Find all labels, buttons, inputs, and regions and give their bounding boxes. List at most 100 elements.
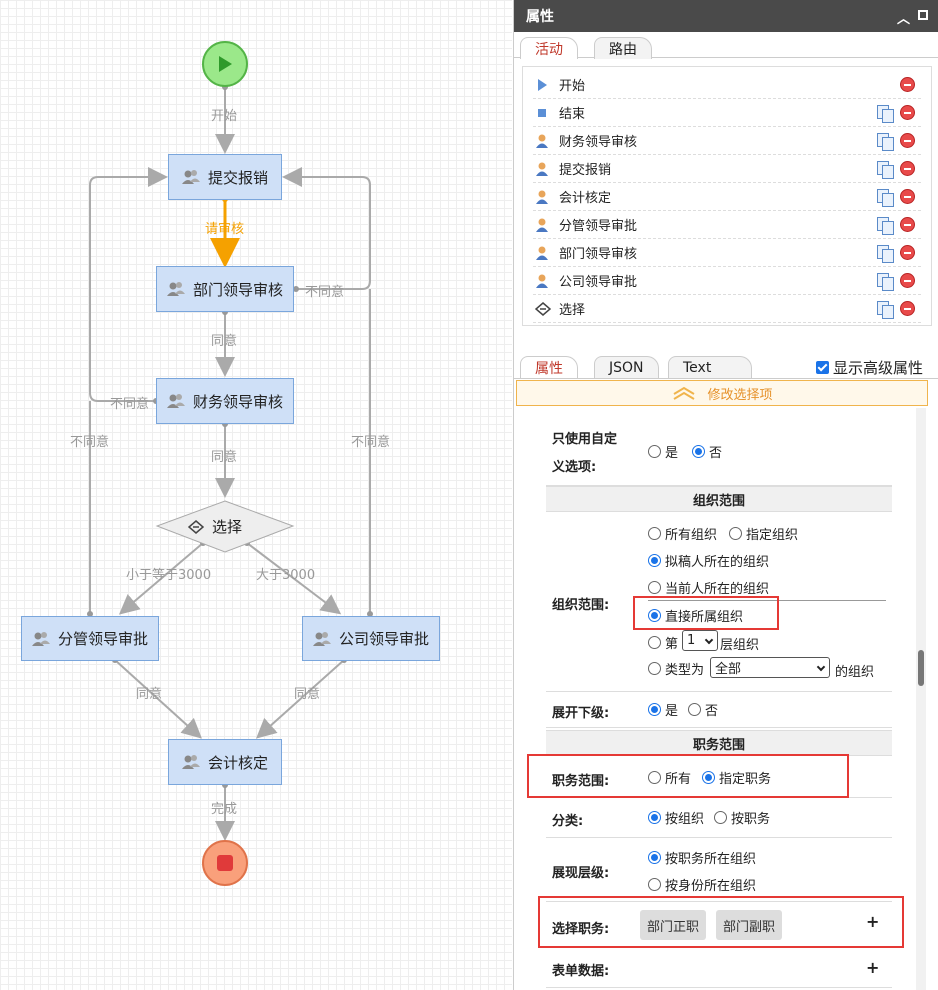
delete-icon[interactable] [900, 133, 915, 148]
activity-list: 开始结束财务领导审核提交报销会计核定分管领导审批部门领导审核公司领导审批选择 [522, 66, 932, 326]
delete-icon[interactable] [900, 105, 915, 120]
wire-label-finish: 完成 [211, 802, 238, 817]
level-select[interactable]: 1 [682, 630, 718, 651]
scrollbar-track[interactable] [916, 408, 926, 990]
copy-icon[interactable] [877, 161, 894, 179]
copy-icon[interactable] [877, 217, 894, 235]
wire-label-agree: 同意 [294, 687, 321, 702]
copy-icon[interactable] [877, 133, 894, 151]
radio-by-duty-org[interactable]: 按职务所在组织 [648, 848, 756, 867]
maximize-icon[interactable] [918, 10, 928, 20]
scrollbar-thumb[interactable] [918, 650, 924, 686]
radio-by-org[interactable]: 按组织 [648, 808, 704, 827]
user-icon [535, 274, 549, 288]
copy-icon[interactable] [877, 273, 894, 291]
delete-icon[interactable] [900, 245, 915, 260]
copy-icon[interactable] [877, 189, 894, 207]
delete-icon[interactable] [900, 217, 915, 232]
node-label: 分管领导审批 [57, 630, 148, 648]
delete-icon[interactable] [900, 301, 915, 316]
node-branch-approve[interactable]: 分管领导审批 [21, 616, 159, 661]
node-finance-review[interactable]: 财务领导审核 [156, 378, 294, 424]
show-advanced-checkbox[interactable] [815, 361, 829, 374]
form-data-label: 表单数据: [552, 964, 610, 979]
radio-direct-org[interactable]: 直接所属组织 [648, 606, 743, 625]
duty-chip-deputy[interactable]: 部门副职 [716, 910, 783, 940]
collapse-icon[interactable]: ︿ [896, 12, 910, 27]
delete-icon[interactable] [900, 161, 915, 176]
top-tabs: 活动 路由 [514, 32, 938, 59]
node-submit[interactable]: 提交报销 [168, 154, 282, 200]
activity-row[interactable]: 开始 [533, 71, 921, 99]
activity-row[interactable]: 会计核定 [533, 183, 921, 211]
row-form-data: 表单数据: + [546, 948, 892, 988]
user-icon [535, 134, 549, 148]
type-select[interactable]: 全部 [710, 657, 830, 678]
flow-canvas[interactable]: 开始 提交报销 请审核 部门领导审核 不同意 同意 财务领导审核 不同意 不同意… [0, 0, 512, 990]
radio-level-org[interactable]: 第 [648, 633, 678, 652]
wire-label-gt3000: 大于3000 [256, 568, 316, 583]
tab-json[interactable]: JSON [594, 356, 659, 378]
radio-type-org[interactable]: 类型为 [648, 659, 704, 678]
node-dept-review[interactable]: 部门领导审核 [156, 266, 294, 312]
radio-spec-org[interactable]: 指定组织 [729, 524, 798, 543]
level-suffix: 层组织 [720, 638, 760, 653]
show-advanced-label: 显示高级属性 [832, 359, 923, 377]
level-show-label: 展现层级: [552, 866, 610, 881]
activity-row[interactable]: 部门领导审核 [533, 239, 921, 267]
tab-activity[interactable]: 活动 [520, 37, 578, 59]
highlight-box [633, 596, 779, 630]
custom-only-yes[interactable]: 是 [648, 442, 678, 461]
duty-chip-head[interactable]: 部门正职 [640, 910, 707, 940]
delete-icon[interactable] [900, 273, 915, 288]
activity-row[interactable]: 提交报销 [533, 155, 921, 183]
activity-label: 公司领导审批 [559, 275, 638, 290]
activity-row[interactable]: 公司领导审批 [533, 267, 921, 295]
activity-row[interactable]: 结束 [533, 99, 921, 127]
radio-drafter-org[interactable]: 拟稿人所在的组织 [648, 551, 769, 570]
activity-label: 提交报销 [559, 163, 612, 178]
wire-label-le3000: 小于等于3000 [126, 568, 212, 583]
show-advanced[interactable]: 显示高级属性 [815, 357, 923, 378]
type-suffix: 的组织 [835, 665, 875, 680]
activity-label: 分管领导审批 [559, 219, 638, 234]
tab-route[interactable]: 路由 [594, 37, 652, 59]
node-label: 部门领导审核 [192, 280, 283, 299]
radio-spec-duty[interactable]: 指定职务 [702, 768, 771, 787]
copy-icon[interactable] [877, 301, 894, 319]
radio-all-org[interactable]: 所有组织 [648, 524, 717, 543]
tab-text[interactable]: Text [668, 356, 753, 378]
delete-icon[interactable] [900, 189, 915, 204]
modify-options-bar[interactable]: 修改选择项 [516, 380, 928, 406]
tab-properties[interactable]: 属性 [520, 356, 578, 378]
node-company-approve[interactable]: 公司领导审批 [302, 616, 440, 661]
org-range-label: 组织范围: [552, 598, 610, 613]
delete-icon[interactable] [900, 77, 915, 92]
end-node[interactable] [202, 840, 248, 886]
activity-row[interactable]: 分管领导审批 [533, 211, 921, 239]
custom-only-no[interactable]: 否 [692, 442, 722, 461]
add-duty-button[interactable]: + [866, 912, 880, 931]
add-form-data-button[interactable]: + [866, 958, 880, 977]
wire-label-request: 请审核 [205, 222, 245, 237]
copy-icon[interactable] [877, 105, 894, 123]
users-icon [166, 393, 185, 409]
expand-no[interactable]: 否 [688, 700, 718, 719]
radio-all-duty[interactable]: 所有 [648, 768, 691, 787]
node-choice[interactable]: 选择 [188, 516, 242, 537]
activity-row[interactable]: 财务领导审核 [533, 127, 921, 155]
radio-current-org[interactable]: 当前人所在的组织 [648, 578, 769, 597]
expand-yes[interactable]: 是 [648, 700, 678, 719]
panel-title: 属性 [526, 9, 554, 25]
start-node[interactable] [202, 41, 248, 87]
choice-diamond [155, 500, 295, 553]
activity-row[interactable]: 选择 [533, 295, 921, 323]
property-tabs: 属性 JSON Text 显示高级属性 [514, 352, 938, 379]
copy-icon[interactable] [877, 245, 894, 263]
activity-label: 财务领导审核 [559, 135, 638, 150]
radio-by-identity-org[interactable]: 按身份所在组织 [648, 875, 756, 894]
radio-by-duty[interactable]: 按职务 [714, 808, 770, 827]
section-org-range: 组织范围 [546, 486, 892, 512]
activity-label: 会计核定 [559, 191, 612, 206]
node-accounting[interactable]: 会计核定 [168, 739, 282, 785]
